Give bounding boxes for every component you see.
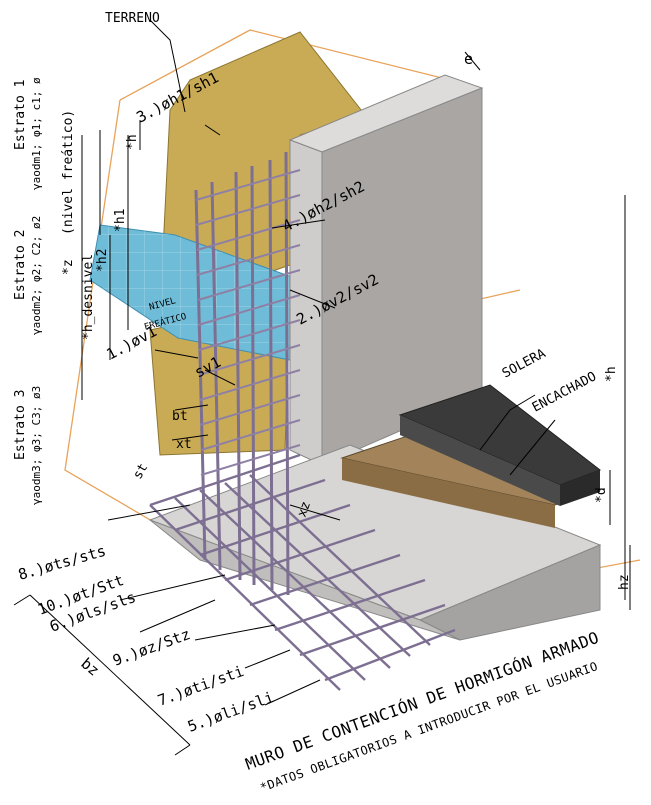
label-xt: xt bbox=[176, 437, 192, 452]
rebar-stem-horizontals bbox=[195, 169, 301, 476]
footing-side bbox=[149, 519, 461, 641]
caption-note: *DATOS OBLIGATORIOS A INTRODUCIR POR EL … bbox=[258, 659, 600, 795]
label-encachado: ENCACHADO bbox=[530, 369, 599, 415]
solera-front bbox=[560, 470, 600, 506]
label-d: *d bbox=[594, 487, 609, 503]
label-st: st bbox=[130, 461, 151, 482]
rebar-footing-grid bbox=[149, 453, 456, 691]
label-terreno: TERRENO bbox=[105, 11, 160, 26]
label-estrato3-params: γaodm3; φ3; C3; ø3 bbox=[30, 386, 43, 505]
solera-side bbox=[400, 415, 560, 506]
leader-lines bbox=[107, 19, 556, 706]
label-z: *z bbox=[61, 259, 76, 275]
label-9: 9.)øz/Stz bbox=[110, 625, 193, 670]
label-8: 8.)øts/sts bbox=[16, 542, 108, 584]
dimension-lines bbox=[13, 51, 631, 756]
label-estrato1: Estrato 1 bbox=[13, 80, 28, 150]
label-estrato2: Estrato 2 bbox=[13, 230, 28, 300]
label-hz: hz bbox=[617, 574, 632, 590]
label-h-desnivel: *h_desnivel bbox=[81, 254, 96, 340]
label-estrato2-params: γaodm2; φ2; C2; ø2 bbox=[30, 216, 43, 335]
label-bz: bz bbox=[77, 654, 102, 679]
label-xz: xz bbox=[295, 500, 314, 520]
label-nivel-freatico: (nivel freático) bbox=[61, 110, 76, 235]
encachado-front bbox=[342, 458, 555, 528]
footing bbox=[148, 444, 602, 641]
label-h1: *h1 bbox=[113, 209, 128, 232]
slab-layers bbox=[340, 384, 602, 528]
label-e: e bbox=[464, 50, 473, 68]
label-h2: *h2 bbox=[95, 249, 110, 272]
label-estrato1-params: γaodm1; φ1; c1; ø bbox=[30, 77, 43, 190]
label-h: *h bbox=[604, 366, 619, 382]
caption-title: MURO DE CONTENCIÓN DE HORMIGÓN ARMADO bbox=[243, 628, 602, 774]
label-bt: bt bbox=[172, 409, 188, 424]
label-solera: SOLERA bbox=[500, 346, 549, 381]
label-h-top: *h bbox=[125, 134, 140, 150]
label-estrato3: Estrato 3 bbox=[13, 390, 28, 460]
